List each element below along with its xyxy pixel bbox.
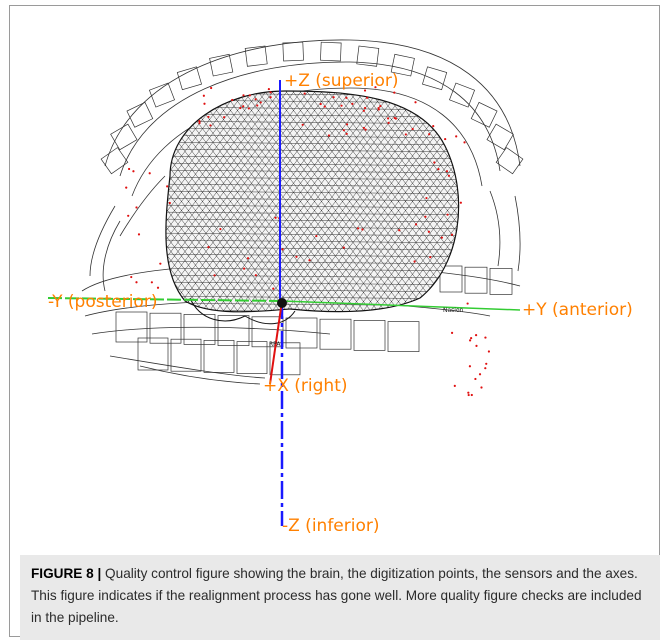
axis-label-anterior: +Y (anterior): [522, 300, 633, 320]
axis-label-superior: +Z (superior): [284, 71, 399, 91]
axis-label-posterior: -Y (posterior): [48, 292, 157, 312]
landmark-nasion: Nasion: [443, 307, 464, 314]
figure-frame: +Z (superior) -Y (posterior) +Y (anterio…: [9, 5, 660, 637]
axis-label-right: +X (right): [263, 376, 348, 396]
caption-text: Quality control figure showing the brain…: [31, 566, 642, 625]
figure-caption: FIGURE 8 | Quality control figure showin…: [20, 555, 660, 640]
figure-image: +Z (superior) -Y (posterior) +Y (anterio…: [20, 16, 660, 556]
figure-label: FIGURE 8 |: [31, 566, 101, 581]
origin-marker: [277, 298, 287, 308]
axis-label-inferior: -Z (inferior): [282, 516, 380, 536]
landmark-rpa: RPA: [269, 341, 281, 348]
